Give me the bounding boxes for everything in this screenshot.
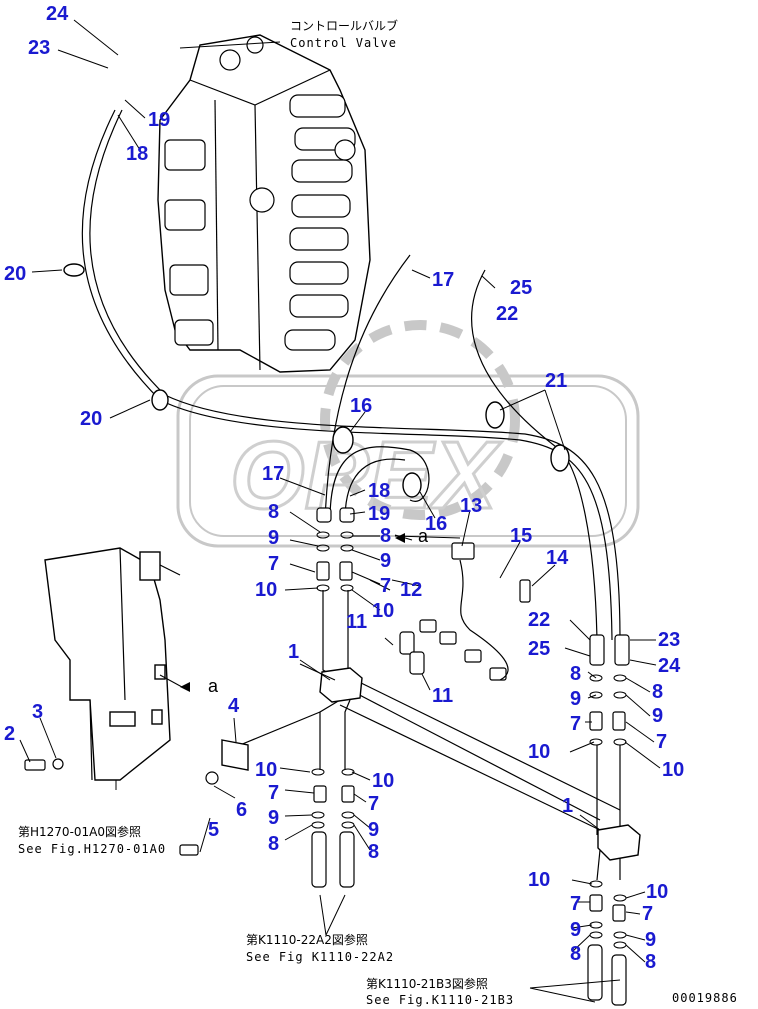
callout-9: 9 bbox=[268, 527, 279, 549]
control-valve-label-jp: コントロールバルブ bbox=[290, 18, 398, 33]
callout-19: 19 bbox=[148, 109, 170, 131]
callout-9: 9 bbox=[645, 929, 656, 951]
control-valve-label-en: Control Valve bbox=[290, 36, 397, 50]
ref-label-en-k1110-22a2: See Fig K1110-22A2 bbox=[246, 950, 394, 964]
callout-8: 8 bbox=[645, 951, 656, 973]
callout-1: 1 bbox=[288, 641, 299, 663]
callout-10: 10 bbox=[255, 579, 277, 601]
view-marker-a: a bbox=[418, 526, 429, 546]
callout-7: 7 bbox=[570, 893, 581, 915]
callout-7: 7 bbox=[380, 575, 391, 597]
callout-23: 23 bbox=[28, 37, 50, 59]
callout-17: 17 bbox=[432, 269, 454, 291]
callout-10: 10 bbox=[662, 759, 684, 781]
pipe-tubes bbox=[24, 507, 641, 1006]
callout-7: 7 bbox=[368, 793, 379, 815]
callout-8: 8 bbox=[380, 525, 391, 547]
callout-10: 10 bbox=[528, 869, 550, 891]
view-marker-a: a bbox=[208, 676, 219, 696]
callout-10: 10 bbox=[255, 759, 277, 781]
callout-24: 24 bbox=[658, 655, 681, 677]
callout-9: 9 bbox=[652, 705, 663, 727]
callout-9: 9 bbox=[570, 919, 581, 941]
callout-7: 7 bbox=[268, 782, 279, 804]
callout-22: 22 bbox=[528, 609, 550, 631]
callout-20: 20 bbox=[4, 263, 26, 285]
callout-9: 9 bbox=[268, 807, 279, 829]
leader-lines bbox=[19, 19, 661, 1003]
callout-8: 8 bbox=[570, 943, 581, 965]
callout-19: 19 bbox=[368, 503, 390, 525]
ref-label-jp-k1110-22a2: 第K1110-22A2図参照 bbox=[246, 932, 368, 947]
callout-7: 7 bbox=[268, 553, 279, 575]
callout-4: 4 bbox=[228, 695, 240, 717]
callout-8: 8 bbox=[652, 681, 663, 703]
callout-10: 10 bbox=[372, 770, 394, 792]
callout-16: 16 bbox=[350, 395, 372, 417]
callout-18: 18 bbox=[368, 480, 390, 502]
callout-25: 25 bbox=[528, 638, 550, 660]
callout-7: 7 bbox=[642, 903, 653, 925]
ref-label-en-k1110-21b3: See Fig.K1110-21B3 bbox=[366, 993, 514, 1007]
callout-20: 20 bbox=[80, 408, 102, 430]
callout-6: 6 bbox=[236, 799, 247, 821]
watermark-text: OPEX bbox=[230, 422, 502, 529]
callout-15: 15 bbox=[510, 525, 532, 547]
callout-3: 3 bbox=[32, 701, 43, 723]
callout-8: 8 bbox=[268, 501, 279, 523]
callout-12: 12 bbox=[400, 579, 422, 601]
callout-13: 13 bbox=[460, 495, 482, 517]
callout-11: 11 bbox=[346, 611, 367, 633]
callout-17: 17 bbox=[262, 463, 284, 485]
callout-5: 5 bbox=[208, 819, 219, 841]
callout-21: 21 bbox=[545, 370, 567, 392]
callout-18: 18 bbox=[126, 143, 148, 165]
ref-label-jp-k1110-21b3: 第K1110-21B3図参照 bbox=[366, 976, 488, 991]
callout-8: 8 bbox=[368, 841, 379, 863]
ref-label-jp-h1270: 第H1270-01A0図参照 bbox=[18, 824, 141, 839]
callout-23: 23 bbox=[658, 629, 680, 651]
callout-9: 9 bbox=[368, 819, 379, 841]
drawing-number: 00019886 bbox=[672, 991, 738, 1005]
callout-14: 14 bbox=[546, 547, 569, 569]
callout-1: 1 bbox=[562, 795, 573, 817]
callout-10: 10 bbox=[372, 600, 394, 622]
callout-numbers: 24 23 19 18 20 20 17 25 22 21 16 17 18 1… bbox=[4, 3, 684, 973]
callout-2: 2 bbox=[4, 723, 15, 745]
callout-11: 11 bbox=[432, 685, 453, 707]
callout-9: 9 bbox=[380, 550, 391, 572]
callout-22: 22 bbox=[496, 303, 518, 325]
callout-10: 10 bbox=[528, 741, 550, 763]
callout-9: 9 bbox=[570, 688, 581, 710]
control-valve-drawing bbox=[157, 34, 371, 373]
callout-7: 7 bbox=[656, 731, 667, 753]
callout-8: 8 bbox=[268, 833, 279, 855]
captions: コントロールバルブ Control Valve 第H1270-01A0図参照 S… bbox=[18, 18, 738, 1007]
opex-watermark: OPEX bbox=[176, 320, 640, 548]
ref-label-en-h1270: See Fig.H1270-01A0 bbox=[18, 842, 166, 856]
bracket-drawing bbox=[44, 547, 181, 781]
view-markers: a a bbox=[180, 526, 429, 696]
callout-7: 7 bbox=[570, 713, 581, 735]
callout-16: 16 bbox=[425, 513, 447, 535]
callout-8: 8 bbox=[570, 663, 581, 685]
callout-25: 25 bbox=[510, 277, 532, 299]
callout-24: 24 bbox=[46, 3, 69, 25]
hoses bbox=[63, 109, 621, 641]
callout-10: 10 bbox=[646, 881, 668, 903]
